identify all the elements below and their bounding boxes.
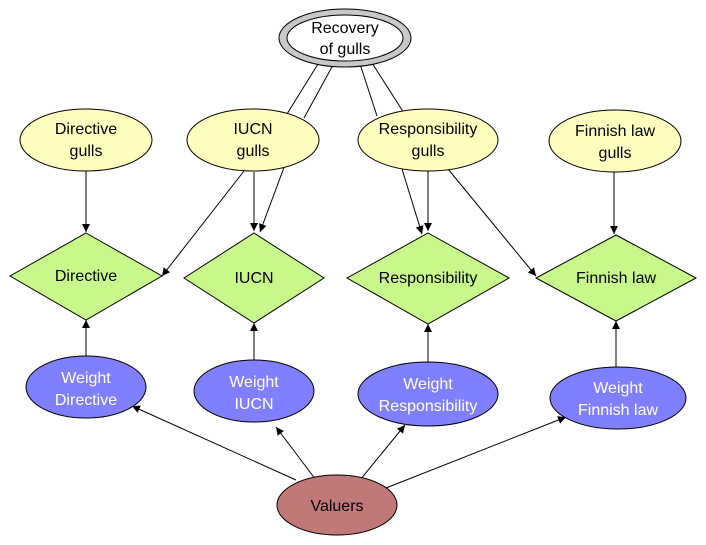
valuers-node-label: Valuers	[310, 498, 363, 515]
edge-valuers-weightiucn	[275, 426, 317, 481]
edge-goal-iucn-1	[286, 63, 319, 115]
weight-node-finnish-shape	[549, 366, 687, 430]
utility-node-finnish-law-gulls[interactable]: Finnish law gulls	[548, 109, 682, 173]
edge-utiliucn-decdir	[161, 170, 245, 277]
utility-node-responsibility-line-2: gulls	[412, 143, 445, 160]
weight-node-iucn-line-1: Weight	[229, 374, 279, 391]
weight-node-finnish-line-1: Weight	[593, 380, 643, 397]
decision-node-iucn-label: IUCN	[234, 270, 273, 287]
weight-node-iucn-shape	[193, 359, 315, 423]
utility-node-responsibility-shape	[357, 108, 499, 172]
valuers-node-shape	[276, 474, 398, 536]
edge-utiliucn-deciucn-2	[259, 161, 287, 233]
decision-node-finnish-shape	[534, 234, 698, 322]
utility-node-directive-gulls[interactable]: Directive gulls	[19, 108, 153, 172]
utility-node-finnish-shape	[548, 109, 682, 173]
weight-node-finnish-law[interactable]: Weight Finnish law	[549, 366, 687, 430]
decision-node-responsibility[interactable]: Responsibility	[345, 232, 511, 325]
weight-node-finnish-line-2: Finnish law	[578, 402, 658, 419]
weight-node-responsibility-shape	[357, 361, 499, 427]
decision-node-responsibility-label: Responsibility	[379, 270, 478, 287]
utility-node-responsibility-gulls[interactable]: Responsibility gulls	[357, 108, 499, 172]
weight-node-directive-line-1: Weight	[61, 370, 111, 387]
decision-node-directive-label: Directive	[55, 268, 117, 285]
weight-node-responsibility-line-1: Weight	[403, 376, 453, 393]
utility-node-finnish-line-1: Finnish law	[575, 123, 655, 140]
weight-node-directive-line-2: Directive	[55, 392, 117, 409]
edge-utilresp-decresp-2	[401, 168, 424, 235]
utility-node-directive-shape	[19, 108, 153, 172]
utility-node-directive-line-1: Directive	[55, 121, 117, 138]
utility-node-iucn-line-2: gulls	[237, 143, 270, 160]
edge-goal-iucn-2	[303, 64, 334, 119]
weight-node-responsibility-line-2: Responsibility	[379, 398, 478, 415]
decision-node-finnish-label: Finnish law	[576, 270, 656, 287]
decision-node-directive-shape	[8, 232, 164, 321]
utility-node-responsibility-line-1: Responsibility	[379, 121, 478, 138]
utility-node-iucn-line-1: IUCN	[233, 121, 272, 138]
edges	[82, 62, 620, 489]
utility-node-finnish-line-2: gulls	[599, 145, 632, 162]
weight-node-iucn-line-2: IUCN	[234, 396, 273, 413]
nodes: Recovery of gulls Directive gulls IUCN g…	[8, 8, 698, 536]
weight-node-directive-shape	[25, 355, 147, 419]
utility-node-iucn-shape	[186, 108, 320, 172]
decision-node-iucn-shape	[183, 232, 325, 324]
edge-valuers-weightfin	[385, 416, 567, 489]
utility-node-iucn-gulls[interactable]: IUCN gulls	[186, 108, 320, 172]
goal-node-inner	[286, 14, 404, 62]
weight-node-responsibility[interactable]: Weight Responsibility	[357, 361, 499, 427]
edge-valuers-weightresp	[359, 424, 406, 481]
edge-goal-resp-1	[359, 63, 378, 117]
decision-node-iucn[interactable]: IUCN	[183, 232, 325, 324]
decision-node-finnish-law[interactable]: Finnish law	[534, 234, 698, 322]
valuers-node[interactable]: Valuers	[276, 474, 398, 536]
goal-node-label-line-2: of gulls	[320, 41, 371, 58]
utility-node-directive-line-2: gulls	[70, 143, 103, 160]
goal-node-recovery-of-gulls[interactable]: Recovery of gulls	[278, 8, 412, 68]
weight-node-directive[interactable]: Weight Directive	[25, 355, 147, 419]
edge-valuers-weightdir	[131, 405, 297, 481]
goal-node-label-line-1: Recovery	[311, 20, 379, 37]
edge-goal-resp-2	[371, 62, 405, 114]
decision-node-responsibility-shape	[345, 232, 511, 325]
decision-node-directive[interactable]: Directive	[8, 232, 164, 321]
edge-utilresp-decfin	[447, 168, 537, 277]
weight-node-iucn[interactable]: Weight IUCN	[193, 359, 315, 423]
